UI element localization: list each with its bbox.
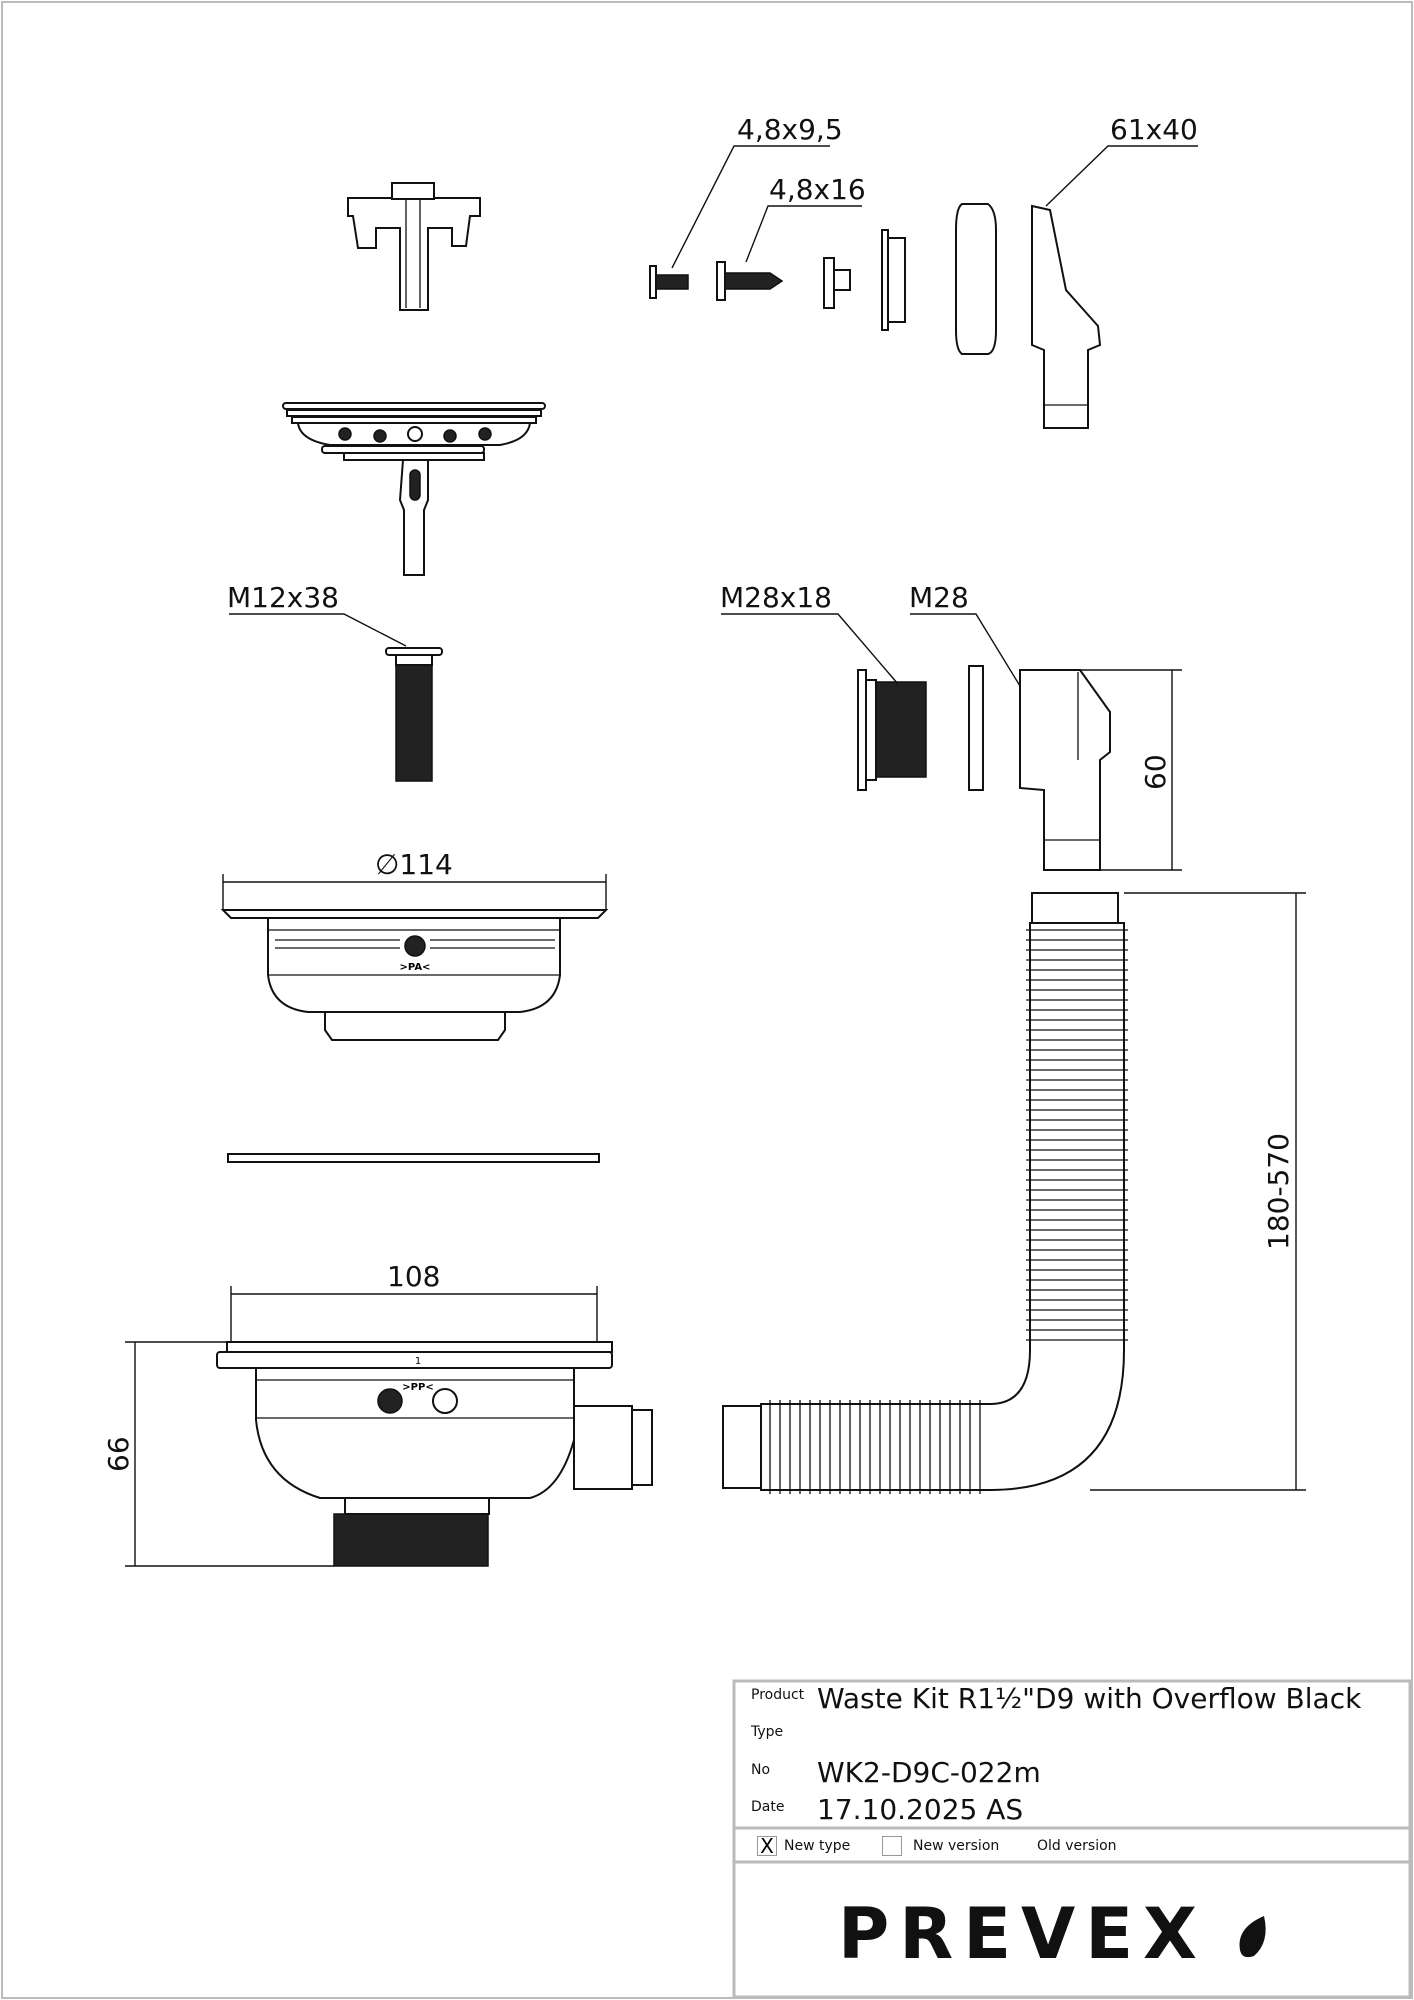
stopper-handle — [347, 182, 481, 311]
label-body-height: 66 — [102, 1436, 135, 1472]
label-bolt: M12x38 — [227, 581, 339, 614]
type-label: Type — [751, 1724, 784, 1740]
new-type-checkbox[interactable]: X — [757, 1836, 777, 1856]
date-value: 17.10.2025 AS — [817, 1793, 1024, 1826]
logo-drop-icon — [1239, 1916, 1266, 1958]
no-value: WK2-D9C-022m — [817, 1756, 1041, 1789]
body-mark: >PP< — [402, 1382, 433, 1393]
flexible-overflow-hose — [722, 892, 1128, 1494]
label-elbow: M28 — [909, 581, 969, 614]
new-version-checkbox[interactable] — [882, 1836, 902, 1856]
product-value: Waste Kit R1½"D9 with Overflow Black — [817, 1682, 1362, 1715]
prevex-logo: PREVEX — [838, 1893, 1207, 1975]
body-mark-1: 1 — [415, 1356, 421, 1367]
label-body-width: 108 — [387, 1260, 440, 1293]
flat-gasket — [227, 1153, 600, 1163]
basket-body: >PA< — [220, 909, 609, 1041]
dimensions — [125, 145, 1306, 1567]
dimension-labels: 4,8x9,5 4,8x16 61x40 M12x38 M28x18 M28 ∅… — [102, 113, 1295, 1472]
label-screw-a: 4,8x9,5 — [737, 113, 843, 146]
overflow-nut-elbow — [857, 665, 1111, 871]
label-elbow-height: 60 — [1139, 754, 1172, 790]
label-overflow-cover: 61x40 — [1110, 113, 1198, 146]
title-block-frame — [732, 1679, 1412, 1999]
new-type-label: New type — [784, 1838, 851, 1854]
bolt-m12x38 — [385, 647, 443, 782]
overflow-fixing-parts — [649, 203, 1102, 429]
product-label: Product — [751, 1687, 805, 1703]
new-version-label: New version — [913, 1838, 1000, 1854]
basket-mark: >PA< — [400, 962, 431, 973]
strainer-basket — [282, 402, 546, 576]
label-basket-diameter: ∅114 — [375, 848, 453, 881]
label-hose-length: 180-570 — [1262, 1133, 1295, 1250]
label-nut: M28x18 — [720, 581, 832, 614]
waste-body: >PP< 1 — [216, 1341, 653, 1567]
no-label: No — [751, 1762, 771, 1778]
old-version-label: Old version — [1037, 1838, 1117, 1854]
date-label: Date — [751, 1799, 785, 1815]
label-screw-b: 4,8x16 — [769, 173, 866, 206]
